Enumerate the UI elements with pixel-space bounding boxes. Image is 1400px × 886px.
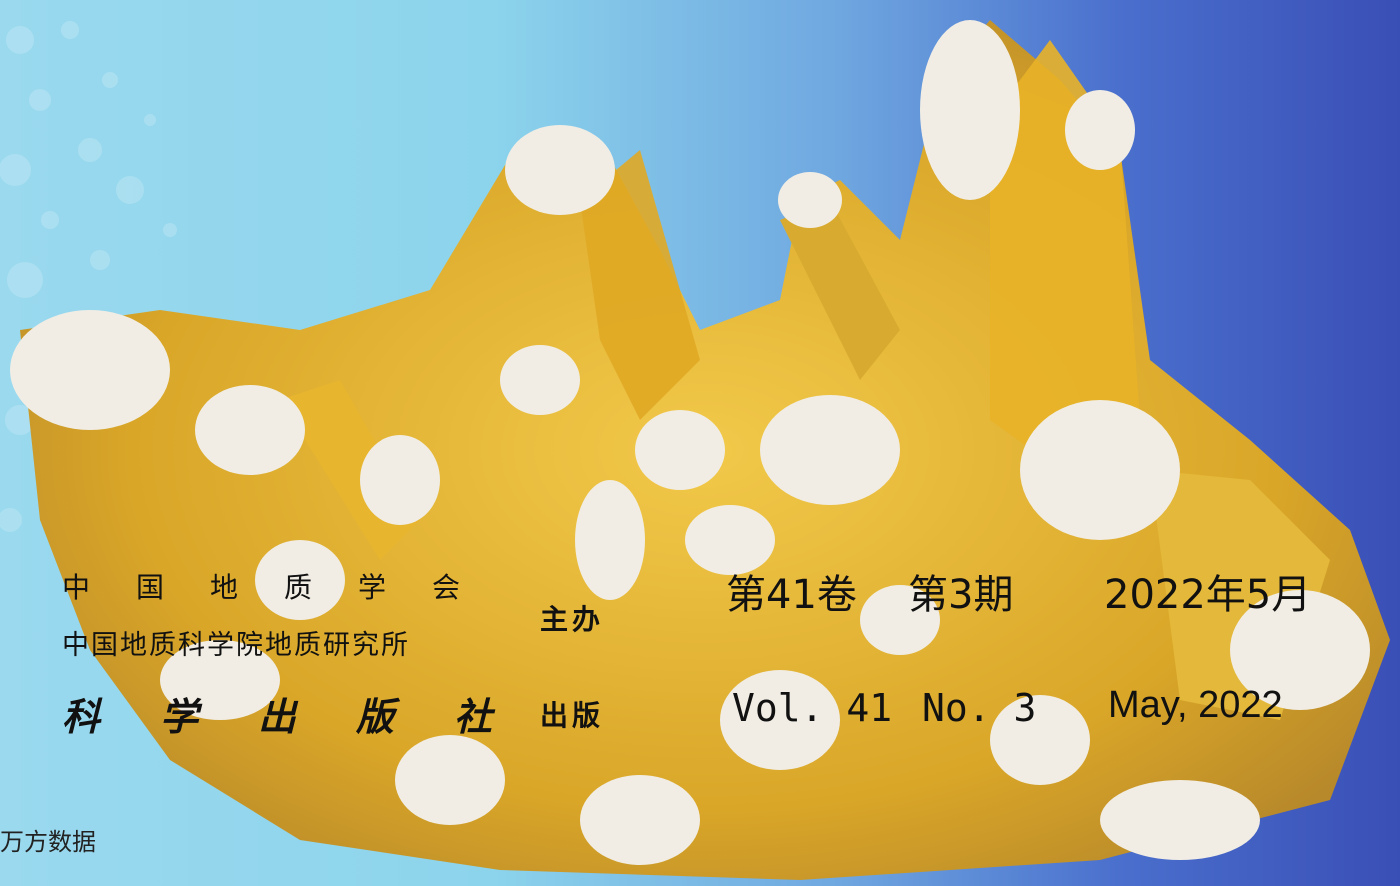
issue-number-en: No. 3: [922, 686, 1037, 730]
watermark-text: 万方数据: [0, 828, 96, 856]
sponsor-name-2: 中国地质科学院地质研究所: [62, 630, 410, 661]
issue-number-cn: 第3期: [908, 572, 1014, 618]
issue-date-en: May, 2022: [1108, 684, 1283, 726]
sponsor-name-1: 中国地质学会: [62, 571, 507, 604]
publisher-name: 科学出版社: [62, 694, 553, 739]
volume-en: Vol. 41: [732, 686, 893, 730]
volume-cn: 第41卷: [726, 572, 857, 618]
publisher-role-label: 出版: [540, 699, 605, 732]
sponsor-role-label: 主办: [540, 603, 605, 636]
issue-date-cn: 2022年5月: [1104, 572, 1312, 618]
